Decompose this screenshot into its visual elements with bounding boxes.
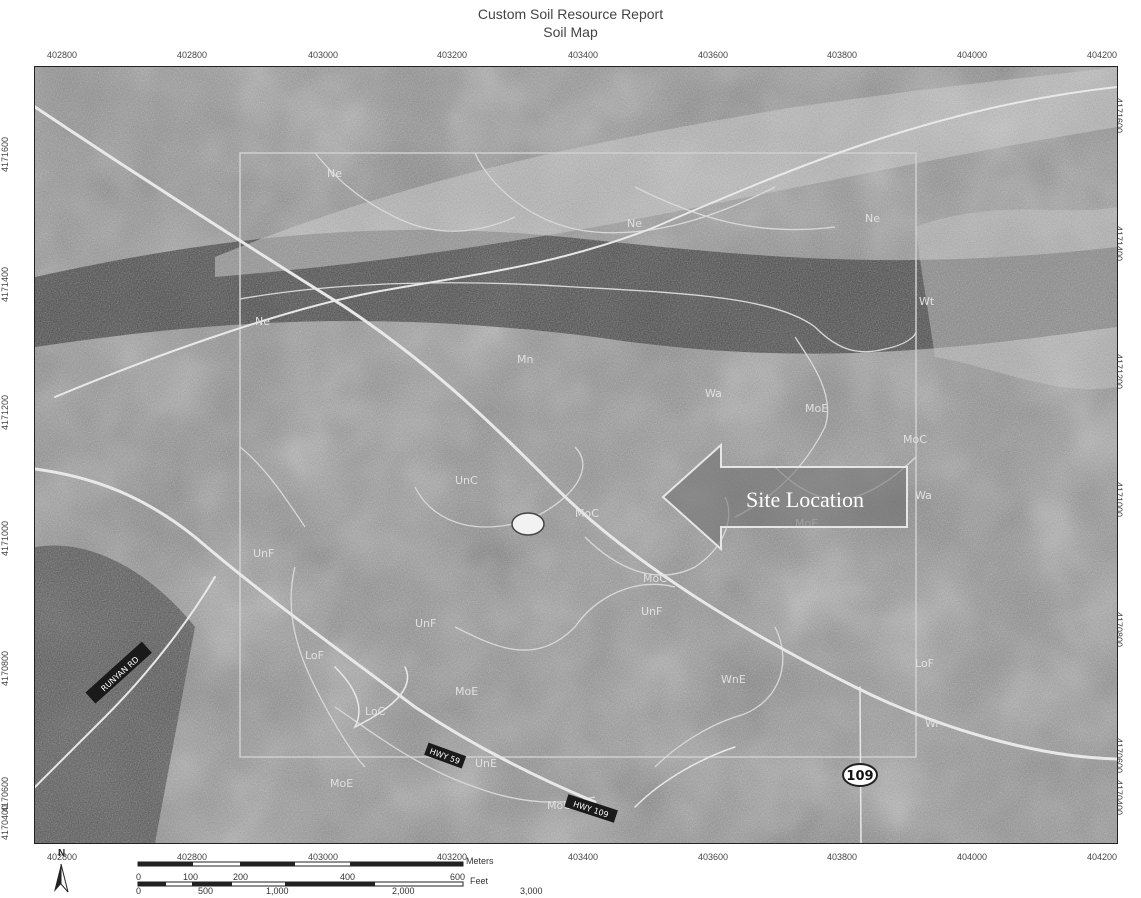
- scale-feet-tick: 0: [136, 886, 142, 896]
- soil-label: MoC: [643, 572, 667, 585]
- soil-label: Wa: [915, 489, 932, 502]
- soil-label: Wa: [705, 387, 722, 400]
- y-tick-left: 4170800: [0, 650, 10, 686]
- report-title: Custom Soil Resource Report: [477, 6, 664, 22]
- x-tick-bottom: 403400: [567, 852, 599, 862]
- soil-label: MoC: [575, 507, 599, 520]
- route-shield: 109: [842, 763, 878, 787]
- soil-label: Ne: [865, 212, 880, 225]
- soil-label: Wt: [919, 295, 935, 308]
- scale-feet-tick: 1,000: [266, 886, 289, 896]
- soil-label: MoE: [455, 685, 478, 698]
- road-north: [54, 86, 1117, 398]
- soil-label: MoE: [805, 402, 828, 415]
- soil-boundaries: [239, 152, 917, 803]
- scale-feet-tick: 3,000: [520, 886, 543, 896]
- scale-meters-tick: 400: [340, 872, 356, 882]
- x-tick-top: 403600: [697, 50, 729, 60]
- soil-label: MoC: [903, 433, 927, 446]
- soil-label: UnE: [475, 757, 497, 770]
- grid-box: [239, 152, 917, 758]
- soil-label: Ne: [627, 217, 642, 230]
- x-tick-bottom: 402800: [176, 852, 208, 862]
- soil-label: LoF: [915, 657, 934, 670]
- highway-upper: [35, 105, 1117, 761]
- y-tick-left: 4171000: [0, 520, 10, 556]
- soil-label: MoC: [547, 799, 571, 812]
- map-subtitle: Soil Map: [543, 24, 598, 40]
- x-tick-bottom: 403200: [436, 852, 468, 862]
- highway-lower: [35, 467, 597, 804]
- x-tick-bottom: 402800: [46, 852, 78, 862]
- soil-label: MoE: [330, 777, 353, 790]
- x-tick-top: 403400: [567, 50, 599, 60]
- soil-label: UnF: [415, 617, 436, 630]
- roads: [35, 86, 1117, 843]
- route-shield-number: 109: [846, 769, 873, 784]
- y-tick-left: 4171600: [0, 136, 10, 172]
- x-tick-bottom: 403000: [307, 852, 339, 862]
- runyan-road: [35, 576, 216, 788]
- soil-label: Ne: [255, 315, 270, 328]
- x-tick-top: 403000: [307, 50, 339, 60]
- y-tick-left: 4171200: [0, 394, 10, 430]
- north-arrow-icon: [54, 863, 69, 893]
- y-tick-left: 4170400: [0, 804, 10, 840]
- soil-label: Ne: [327, 167, 342, 180]
- north-label: N: [58, 848, 66, 859]
- scale-feet-tick: 2,000: [392, 886, 415, 896]
- site-location-arrow[interactable]: Site Location: [661, 442, 908, 552]
- scale-meters-tick: 200: [233, 872, 249, 882]
- soil-label: UnC: [455, 474, 478, 487]
- site-location-label: Site Location: [746, 487, 864, 512]
- site-marker[interactable]: [511, 512, 545, 536]
- scale-feet-tick: 500: [198, 886, 214, 896]
- x-tick-top: 402800: [46, 50, 78, 60]
- x-tick-top: 404000: [956, 50, 988, 60]
- x-tick-top: 403200: [436, 50, 468, 60]
- scale-feet-unit: Feet: [470, 876, 489, 886]
- scale-bars: [137, 861, 464, 887]
- y-tick-left: 4171400: [0, 266, 10, 302]
- local-road-south: [634, 746, 736, 808]
- soil-label: WnE: [721, 673, 746, 686]
- soil-label: UnF: [253, 547, 274, 560]
- soil-label: Wr: [925, 717, 940, 730]
- local-road: [334, 666, 409, 729]
- x-tick-bottom: 403600: [697, 852, 729, 862]
- scale-meters-tick: 100: [183, 872, 199, 882]
- x-tick-top: 403800: [826, 50, 858, 60]
- scale-meters-unit: Meters: [466, 856, 494, 866]
- soil-label: LoC: [365, 705, 386, 718]
- soil-label: UnF: [641, 605, 662, 618]
- scale-meters-tick: 0: [136, 872, 142, 882]
- soil-label: Mn: [517, 353, 533, 366]
- x-tick-bottom: 403800: [826, 852, 858, 862]
- x-tick-bottom: 404200: [1086, 852, 1118, 862]
- soil-map[interactable]: Ne Ne Ne Ne Wt Mn Wa MoE MoC UnC UnF UnF…: [34, 66, 1118, 844]
- x-tick-top: 402800: [176, 50, 208, 60]
- imagery-grain: [35, 67, 1117, 843]
- x-tick-bottom: 404000: [956, 852, 988, 862]
- x-tick-top: 404200: [1086, 50, 1118, 60]
- soil-label: LoF: [305, 649, 324, 662]
- scale-meters-tick: 600: [450, 872, 466, 882]
